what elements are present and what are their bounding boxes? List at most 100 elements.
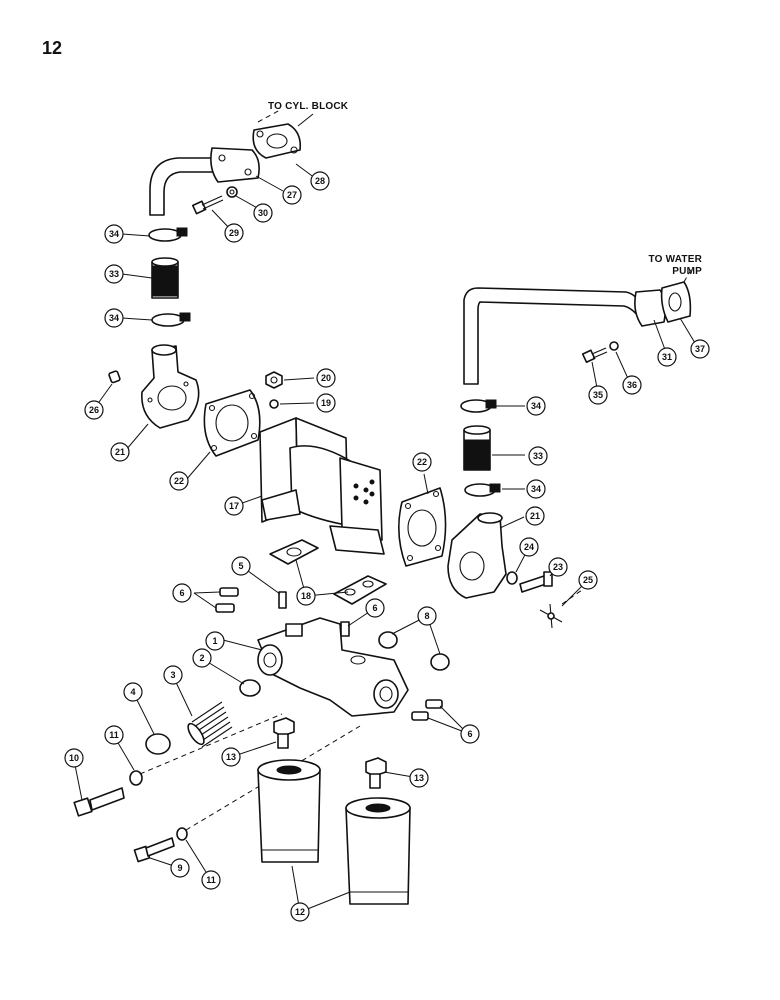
callout-2: 2 <box>192 648 212 668</box>
o-ring-8-a <box>378 631 398 649</box>
washer-11-b <box>176 827 188 841</box>
svg-text:34: 34 <box>109 313 119 323</box>
cup-2 <box>239 679 261 697</box>
bolt-35 <box>581 347 608 364</box>
callout-34-right-top: 34 <box>526 396 546 416</box>
callout-22-left: 22 <box>169 471 189 491</box>
nut-20 <box>265 371 283 389</box>
svg-text:20: 20 <box>321 373 331 383</box>
callout-33-left: 33 <box>104 264 124 284</box>
washer-19 <box>269 399 279 409</box>
callout-36: 36 <box>622 375 642 395</box>
callout-18: 18 <box>296 586 316 606</box>
washer-11-a <box>129 770 143 786</box>
svg-text:5: 5 <box>238 561 243 571</box>
callout-35: 35 <box>588 385 608 405</box>
callout-21-left: 21 <box>110 442 130 462</box>
callout-24: 24 <box>519 537 539 557</box>
gasket-18-upper <box>269 539 319 565</box>
gasket-37 <box>660 281 692 323</box>
gasket-22-right <box>398 487 447 567</box>
svg-text:31: 31 <box>662 352 672 362</box>
svg-text:22: 22 <box>174 476 184 486</box>
stud-6-d <box>425 699 443 709</box>
filter-12-left <box>257 759 321 863</box>
stud-6-b <box>215 603 235 613</box>
svg-text:9: 9 <box>177 863 182 873</box>
note-to-water-pump: TO WATER PUMP <box>632 254 702 278</box>
svg-text:36: 36 <box>627 380 637 390</box>
callout-26: 26 <box>84 400 104 420</box>
note-to-water-pump-line2: PUMP <box>672 266 702 277</box>
callout-30: 30 <box>253 203 273 223</box>
callout-34-right-bottom: 34 <box>526 479 546 499</box>
svg-text:25: 25 <box>583 575 593 585</box>
callout-6-left: 6 <box>172 583 192 603</box>
callout-10: 10 <box>64 748 84 768</box>
callout-8: 8 <box>417 606 437 626</box>
petcock-25 <box>539 603 563 629</box>
svg-text:18: 18 <box>301 591 311 601</box>
svg-text:23: 23 <box>553 562 563 572</box>
clamp-34-left-top <box>148 227 188 242</box>
filter-head-1 <box>257 617 409 717</box>
clamp-34-right-bottom <box>464 483 501 497</box>
callout-9: 9 <box>170 858 190 878</box>
callout-1: 1 <box>205 631 225 651</box>
svg-text:28: 28 <box>315 176 325 186</box>
callout-28: 28 <box>310 171 330 191</box>
bolt-10 <box>73 787 125 817</box>
clamp-34-left-bottom <box>151 312 191 327</box>
svg-text:34: 34 <box>531 401 541 411</box>
callout-31: 31 <box>657 347 677 367</box>
svg-text:24: 24 <box>524 542 534 552</box>
svg-text:3: 3 <box>170 670 175 680</box>
washer-24 <box>506 571 518 585</box>
callout-29: 29 <box>224 223 244 243</box>
callout-13-right: 13 <box>409 768 429 788</box>
washer-36 <box>609 341 619 351</box>
svg-text:17: 17 <box>229 501 239 511</box>
svg-text:22: 22 <box>417 457 427 467</box>
svg-text:33: 33 <box>109 269 119 279</box>
note-to-water-pump-line1: TO WATER <box>648 254 702 265</box>
callout-34-left-bottom: 34 <box>104 308 124 328</box>
svg-text:6: 6 <box>372 603 377 613</box>
bolt-29 <box>191 195 224 215</box>
svg-text:6: 6 <box>179 588 184 598</box>
callout-21-right: 21 <box>525 506 545 526</box>
hose-33-right <box>463 425 491 471</box>
elbow-housing-21-left <box>141 344 200 429</box>
tube-upper-left <box>149 147 260 216</box>
svg-text:13: 13 <box>414 773 424 783</box>
nipple-13-right <box>365 757 387 789</box>
callout-33-right: 33 <box>528 446 548 466</box>
svg-text:21: 21 <box>115 447 125 457</box>
svg-text:34: 34 <box>531 484 541 494</box>
bolt-9 <box>133 837 175 863</box>
gasket-28 <box>252 123 302 159</box>
filter-12-right <box>345 797 411 905</box>
clamp-34-right-top <box>460 399 497 413</box>
callout-27: 27 <box>282 185 302 205</box>
svg-text:12: 12 <box>295 907 305 917</box>
callout-6-right: 6 <box>460 724 480 744</box>
callout-13-left: 13 <box>221 747 241 767</box>
svg-text:27: 27 <box>287 190 297 200</box>
svg-text:30: 30 <box>258 208 268 218</box>
callout-5: 5 <box>231 556 251 576</box>
nipple-13-left <box>273 717 295 749</box>
callout-11-b: 11 <box>201 870 221 890</box>
spring-3 <box>187 701 233 748</box>
page-number: 12 <box>42 38 63 58</box>
leader-to-block <box>257 109 281 123</box>
stud-6-c <box>340 621 350 637</box>
callout-4: 4 <box>123 682 143 702</box>
svg-text:21: 21 <box>530 511 540 521</box>
svg-text:33: 33 <box>533 451 543 461</box>
svg-text:4: 4 <box>130 687 135 697</box>
svg-text:11: 11 <box>206 875 216 885</box>
stud-6-a <box>219 587 239 597</box>
svg-text:1: 1 <box>212 636 217 646</box>
